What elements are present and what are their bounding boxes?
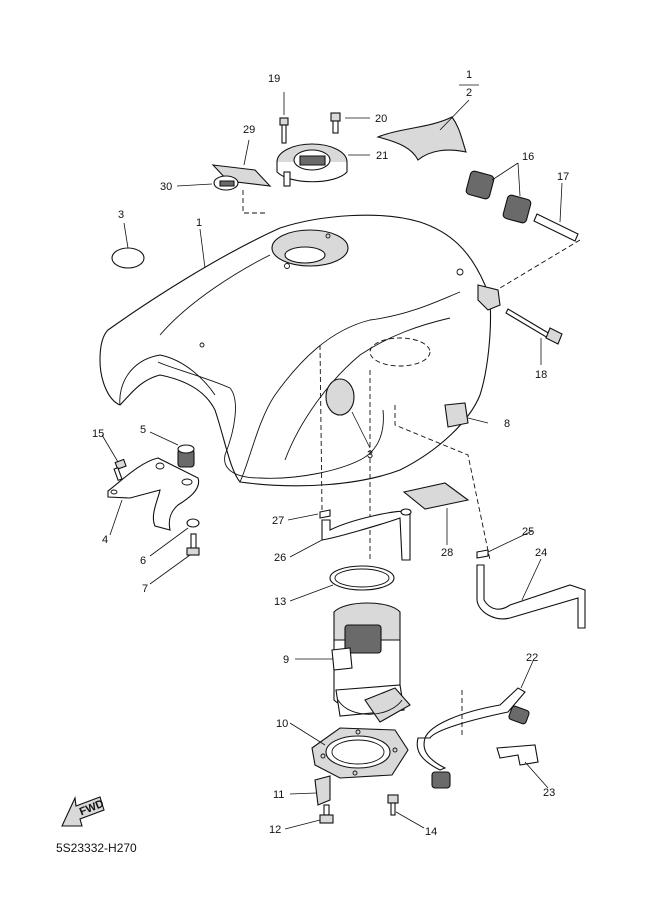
damper-16	[465, 170, 532, 224]
bolt-12	[319, 804, 334, 824]
callout-5: 5	[140, 424, 146, 436]
emblem-30	[213, 175, 239, 191]
callout-22: 22	[526, 652, 538, 664]
callout-8: 8	[504, 418, 510, 430]
callout-24: 24	[535, 547, 547, 559]
bolt-20	[330, 112, 341, 134]
bracket-4	[107, 457, 200, 531]
clip-25	[476, 549, 489, 559]
leader-lines	[101, 92, 563, 830]
damper-5	[177, 444, 195, 468]
vent-routing	[157, 361, 384, 479]
callout-26: 26	[274, 552, 286, 564]
tank-emblem	[376, 116, 467, 161]
callout-29: 29	[243, 124, 255, 136]
bolt-18	[505, 308, 563, 345]
callout-11: 11	[273, 789, 284, 801]
collar-17	[533, 213, 579, 242]
fwd-label: FWD	[78, 798, 106, 819]
fuel-pump-9	[331, 602, 411, 723]
tank-pad-side	[325, 378, 355, 416]
callout-14: 14	[425, 826, 437, 838]
hose-26	[321, 508, 412, 561]
callout-12: 12	[269, 824, 281, 836]
callout-3b: 3	[367, 449, 373, 461]
callout-15: 15	[92, 428, 104, 440]
pump-gasket-10	[311, 727, 409, 779]
callout-30: 30	[160, 181, 172, 193]
callout-21: 21	[376, 150, 388, 162]
callout-10: 10	[276, 718, 288, 730]
callout-16: 16	[522, 151, 534, 163]
callout-20: 20	[375, 113, 387, 125]
callout-27: 27	[272, 515, 284, 527]
callout-23: 23	[543, 787, 555, 799]
callout-3a: 3	[118, 209, 124, 221]
callout-25: 25	[522, 526, 534, 538]
fuel-tank	[99, 214, 501, 560]
callout-4: 4	[102, 534, 108, 546]
filler-cap	[276, 143, 348, 187]
bolt-7	[186, 533, 200, 556]
clip-27	[319, 509, 331, 519]
callout-13: 13	[274, 596, 286, 608]
pad-28	[402, 482, 470, 510]
callout-9: 9	[283, 654, 289, 666]
holder-11	[314, 775, 331, 806]
o-ring-13	[329, 565, 395, 591]
holder-23	[496, 744, 539, 766]
drawing-code: 5S23332-H270	[56, 841, 137, 855]
collar-6	[186, 518, 200, 528]
callout-6: 6	[140, 555, 146, 567]
callout-1: 1	[196, 217, 202, 229]
damper-8	[444, 402, 469, 428]
hose-24	[476, 564, 586, 629]
fwd-arrow-icon	[61, 796, 105, 827]
bolt-19	[279, 117, 289, 144]
tank-pad-left	[111, 247, 145, 269]
callout-28: 28	[441, 547, 453, 559]
callout-17: 17	[557, 171, 569, 183]
callout-2: 2	[466, 87, 472, 99]
bolt-14	[387, 794, 399, 816]
callout-1-top: 1	[466, 69, 472, 81]
callout-19: 19	[268, 73, 280, 85]
fuel-hose-22	[416, 687, 530, 789]
callout-18: 18	[535, 369, 547, 381]
callout-numbers: 19 20 21 29 30 3 1 1 2 16 17 18 8 3 28 2…	[92, 69, 569, 838]
callout-7: 7	[142, 583, 148, 595]
